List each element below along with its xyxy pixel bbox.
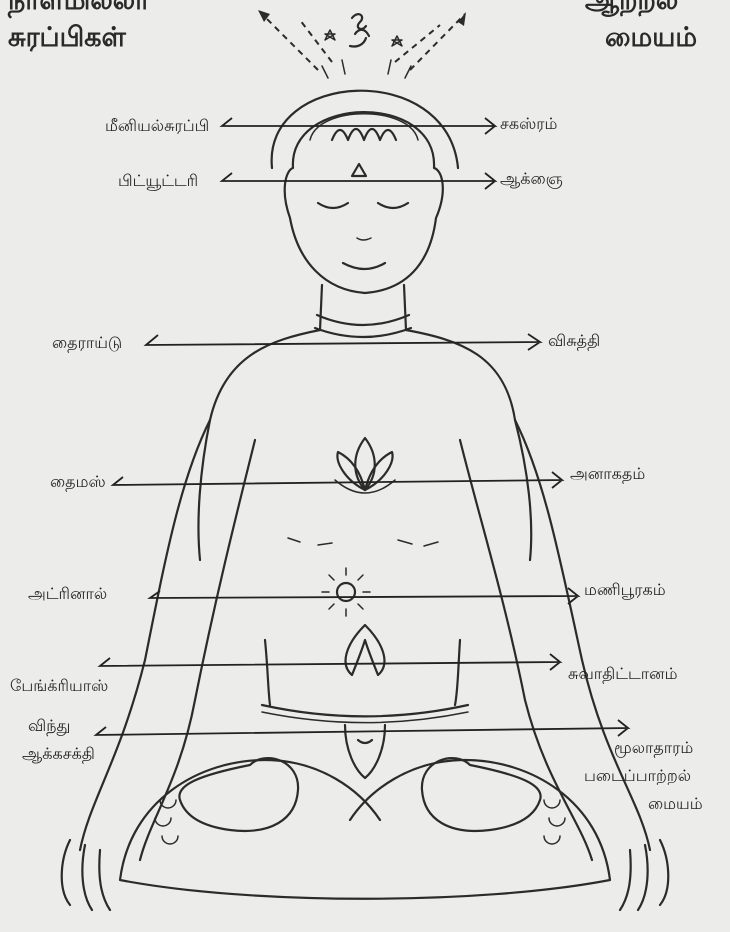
- label-pancreas: பேங்க்ரியாஸ்: [10, 676, 108, 695]
- waistband: [262, 705, 468, 716]
- anahata-lotus: [335, 438, 395, 493]
- label-gonads-line-2: ஆக்கசக்தி: [22, 744, 95, 763]
- label-sahasrara: சகஸ்ரம்: [500, 114, 557, 133]
- label-manipura: மணிபூரகம்: [584, 580, 666, 599]
- label-muladhara-line-2: படைப்பாற்றல்: [584, 766, 691, 785]
- left-eye: [318, 203, 348, 208]
- label-pineal: மீனியல்சுரப்பி: [105, 116, 209, 135]
- swadhisthana-flame: [346, 625, 385, 675]
- left-foot: [179, 758, 298, 831]
- label-anahata: அனாகதம்: [570, 464, 645, 483]
- ajna-mark: [352, 164, 366, 176]
- label-swadhisthana: சுவாதிட்டானம்: [568, 664, 677, 683]
- chest-marks: [288, 538, 438, 546]
- crown-star-symbol: [325, 14, 402, 46]
- label-gonads-line-1: விந்து: [28, 716, 70, 735]
- label-adrenal: அட்ரினால்: [28, 584, 107, 603]
- halo-arc: [272, 91, 458, 168]
- label-pituitary: பிட்யூட்டரி: [118, 171, 198, 190]
- right-foot: [422, 758, 541, 831]
- muladhara-symbol: [345, 725, 385, 778]
- leader-lines: [96, 118, 628, 736]
- left-hand: [62, 840, 110, 910]
- label-ajna: ஆக்ஞை: [500, 169, 563, 188]
- torso-outline: [198, 330, 531, 560]
- neck-collar: [315, 315, 411, 337]
- manipura-sun: [322, 568, 370, 616]
- right-eye: [378, 203, 408, 208]
- right-toes: [544, 800, 565, 844]
- left-toes: [155, 800, 178, 844]
- nose: [357, 238, 371, 240]
- crown-lotus: [332, 129, 396, 140]
- label-vishuddhi: விசுத்தி: [548, 331, 600, 350]
- mouth: [343, 263, 385, 269]
- label-thyroid: தைராய்டு: [52, 333, 122, 352]
- right-hand: [620, 840, 668, 910]
- label-muladhara-line-1: மூலாதாரம்: [614, 738, 693, 757]
- label-muladhara-line-3: மையம்: [648, 794, 703, 813]
- label-thymus: தைமஸ்: [50, 472, 106, 491]
